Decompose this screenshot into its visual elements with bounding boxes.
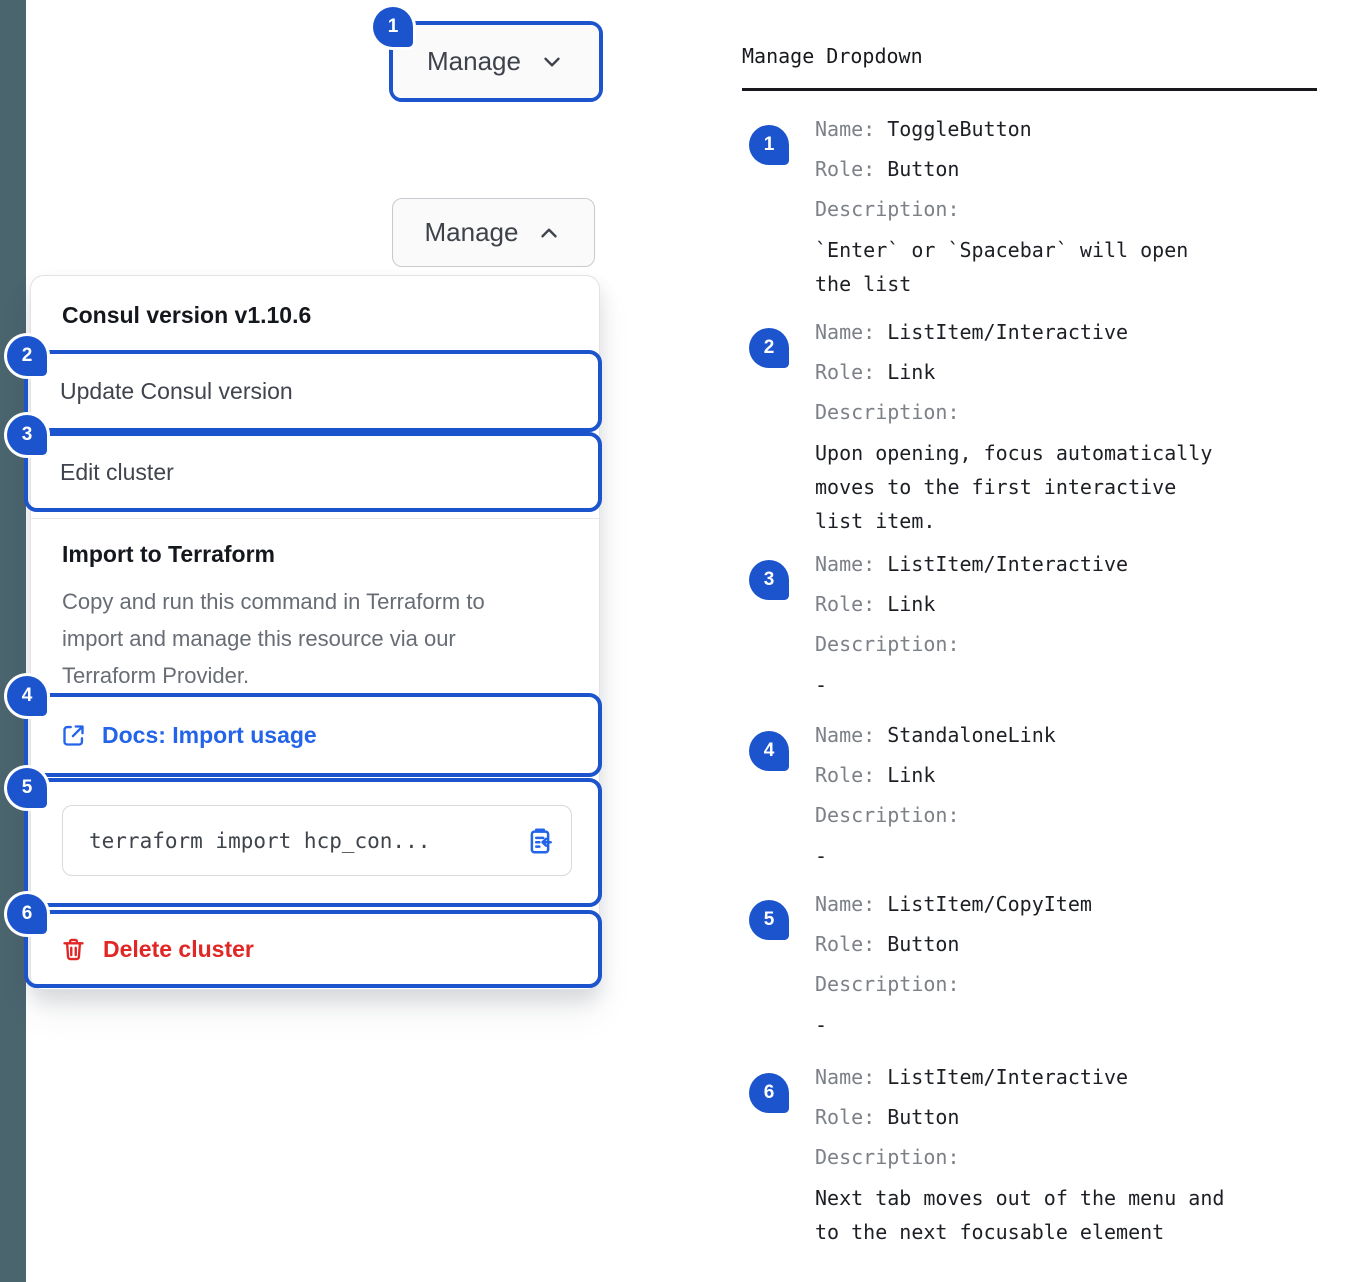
menu-divider <box>31 518 599 519</box>
role-value: Button <box>887 932 960 956</box>
annotation-badge-4: 4 <box>7 676 47 716</box>
annotation-badge-2: 2 <box>7 336 47 376</box>
description-value: Next tab moves out of the menu and to th… <box>815 1186 1225 1244</box>
name-label: Name: <box>815 552 876 576</box>
role-label: Role: <box>815 932 876 956</box>
name-label: Name: <box>815 320 876 344</box>
spec-badge-1: 1 <box>749 125 789 165</box>
spec-entry-5: 5 Name: ListItem/CopyItem Role: Button Des… <box>742 884 1342 1042</box>
spec-panel-rule <box>742 88 1317 91</box>
copy-button[interactable] <box>525 826 555 856</box>
role-label: Role: <box>815 157 876 181</box>
description-label: Description: <box>815 197 960 221</box>
annotation-outline-4: Docs: Import usage <box>24 693 602 777</box>
manage-toggle-button-open[interactable]: Manage <box>392 198 595 267</box>
spec-badge-4: 4 <box>749 731 789 771</box>
menu-version-label: Consul version v1.10.6 <box>62 302 312 328</box>
spec-entry-6: 6 Name:ListItem/Interactive Role:Button … <box>742 1057 1342 1249</box>
spec-badge-5: 5 <box>749 900 789 940</box>
clipboard-copy-icon <box>525 826 555 856</box>
name-value: ToggleButton <box>887 117 1032 141</box>
annotation-outline-6: Delete cluster <box>24 910 602 988</box>
delete-cluster-label: Delete cluster <box>103 935 254 962</box>
menu-item-update-consul-version[interactable]: Update Consul version <box>28 354 598 428</box>
description-value: - <box>815 844 828 868</box>
name-label: Name: <box>815 892 876 916</box>
manage-toggle-button-closed[interactable]: Manage <box>393 25 599 98</box>
role-value: Button <box>887 157 960 181</box>
menu-item-edit-cluster[interactable]: Edit cluster <box>28 436 598 508</box>
spec-badge-2: 2 <box>749 328 789 368</box>
left-edge-strip <box>0 0 26 1282</box>
description-value: Upon opening, focus automatically moves … <box>815 441 1213 533</box>
role-value: Link <box>887 592 936 616</box>
menu-item-docs-import-usage[interactable]: Docs: Import usage <box>28 697 598 773</box>
annotation-badge-6: 6 <box>7 894 47 934</box>
copy-command-field: terraform import hcp_con... <box>62 805 572 876</box>
name-value: ListItem/Interactive <box>887 320 1129 344</box>
menu-item-delete-cluster[interactable]: Delete cluster <box>28 914 598 984</box>
name-label: Name: <box>815 117 876 141</box>
import-section-description: Copy and run this command in Terraform t… <box>62 589 485 688</box>
description-value: `Enter` or `Spacebar` will open the list <box>815 238 1189 296</box>
trash-icon <box>60 936 87 963</box>
description-value: - <box>815 673 828 697</box>
role-value: Button <box>887 1105 960 1129</box>
role-value: Link <box>887 763 936 787</box>
spec-entry-3: 3 Name: ListItem/Interactive Role: Link De… <box>742 544 1342 702</box>
name-value: ListItem/CopyItem <box>887 892 1092 916</box>
annotation-badge-1: 1 <box>373 7 413 47</box>
annotation-badge-3: 3 <box>7 415 47 455</box>
annotation-outline-1: Manage <box>389 21 603 102</box>
role-label: Role: <box>815 763 876 787</box>
external-link-icon <box>60 722 87 749</box>
description-label: Description: <box>815 400 960 424</box>
name-label: Name: <box>815 1065 876 1089</box>
chevron-up-icon <box>536 220 562 246</box>
manage-button-label: Manage <box>427 46 521 76</box>
spec-entry-2: 2 Name: ListItem/Interactive Role: Link De… <box>742 312 1342 538</box>
role-label: Role: <box>815 1105 876 1129</box>
description-label: Description: <box>815 1145 960 1169</box>
spec-entry-4: 4 Name: StandaloneLink Role: Link Descript… <box>742 715 1342 873</box>
role-label: Role: <box>815 360 876 384</box>
name-value: ListItem/Interactive <box>887 1065 1129 1089</box>
spec-entry-1: 1 Name: ToggleButton Role: Button Descript… <box>742 109 1342 301</box>
description-label: Description: <box>815 972 960 996</box>
annotation-outline-5: terraform import hcp_con... <box>24 778 602 907</box>
annotation-badge-5: 5 <box>7 768 47 808</box>
role-label: Role: <box>815 592 876 616</box>
spec-badge-6: 6 <box>749 1073 789 1113</box>
description-label: Description: <box>815 803 960 827</box>
name-value: ListItem/Interactive <box>887 552 1129 576</box>
name-label: Name: <box>815 723 876 747</box>
terraform-command-text: terraform import hcp_con... <box>89 828 431 853</box>
name-value: StandaloneLink <box>887 723 1056 747</box>
docs-link-label: Docs: Import usage <box>102 721 317 748</box>
role-value: Link <box>887 360 936 384</box>
spec-panel-title: Manage Dropdown <box>742 44 923 68</box>
spec-badge-3: 3 <box>749 560 789 600</box>
description-label: Description: <box>815 632 960 656</box>
manage-button-label: Manage <box>424 217 519 247</box>
annotation-outline-3: Edit cluster <box>24 432 602 512</box>
description-value: - <box>815 1013 828 1037</box>
annotation-outline-2: Update Consul version <box>24 350 602 432</box>
import-section-title: Import to Terraform <box>62 541 275 567</box>
chevron-down-icon <box>539 49 565 75</box>
